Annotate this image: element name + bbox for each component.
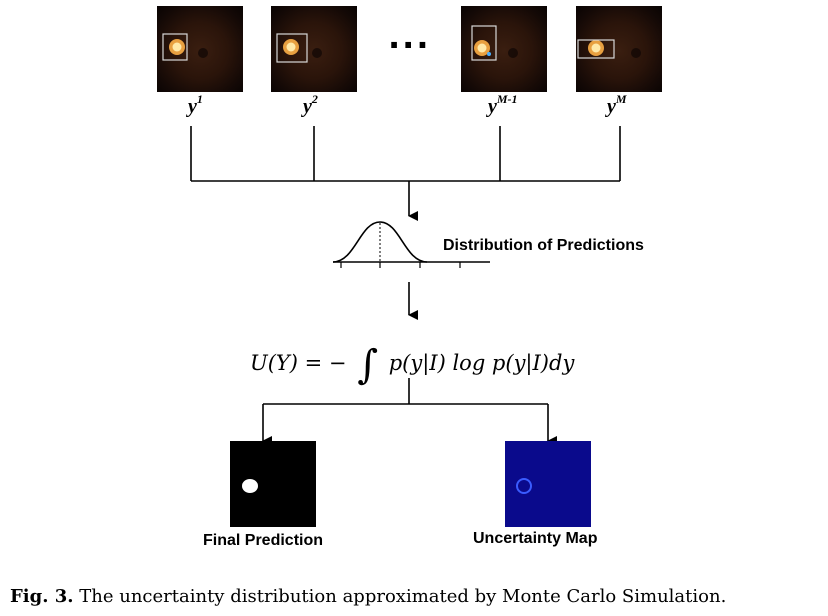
uncertainty-map-image — [505, 441, 591, 527]
sample-label-1: y1 — [188, 92, 203, 118]
caption-prefix: Fig. 3. — [10, 586, 74, 607]
retina-render — [471, 25, 518, 61]
sample-label-2: y2 — [303, 92, 318, 118]
formula-integral: ∫ — [357, 342, 379, 388]
final-prediction-image — [230, 441, 316, 527]
split-connector — [263, 378, 548, 405]
uncertainty-render — [516, 478, 532, 494]
uncertainty-formula: U(Y) = − ∫ p(y|I) log p(y|I)dy — [250, 334, 575, 388]
distribution-label: Distribution of Predictions — [443, 237, 644, 254]
retina-render — [162, 33, 208, 61]
sample-label-m-1: yM-1 — [488, 92, 518, 118]
retina-render — [276, 33, 322, 63]
retina-render — [577, 39, 641, 59]
final-prediction-label: Final Prediction — [203, 532, 324, 549]
formula-rhs: p(y|I) log p(y|I)dy — [388, 351, 575, 375]
formula-lhs: U(Y) = − — [250, 351, 347, 375]
figure-caption: Fig. 3. The uncertainty distribution app… — [10, 586, 726, 607]
sample-image-1 — [157, 6, 243, 92]
sample-label-m: yM — [607, 92, 627, 118]
sample-image-2 — [271, 6, 357, 92]
gaussian-curve — [332, 221, 490, 268]
uncertainty-map-label: Uncertainty Map — [473, 530, 598, 547]
sample-image-m — [576, 6, 662, 92]
sample-image-m-1 — [461, 6, 547, 92]
merge-connector — [190, 126, 621, 182]
prediction-mask — [242, 479, 258, 493]
ellipsis: ··· — [388, 26, 431, 64]
caption-text: The uncertainty distribution approximate… — [79, 586, 727, 607]
